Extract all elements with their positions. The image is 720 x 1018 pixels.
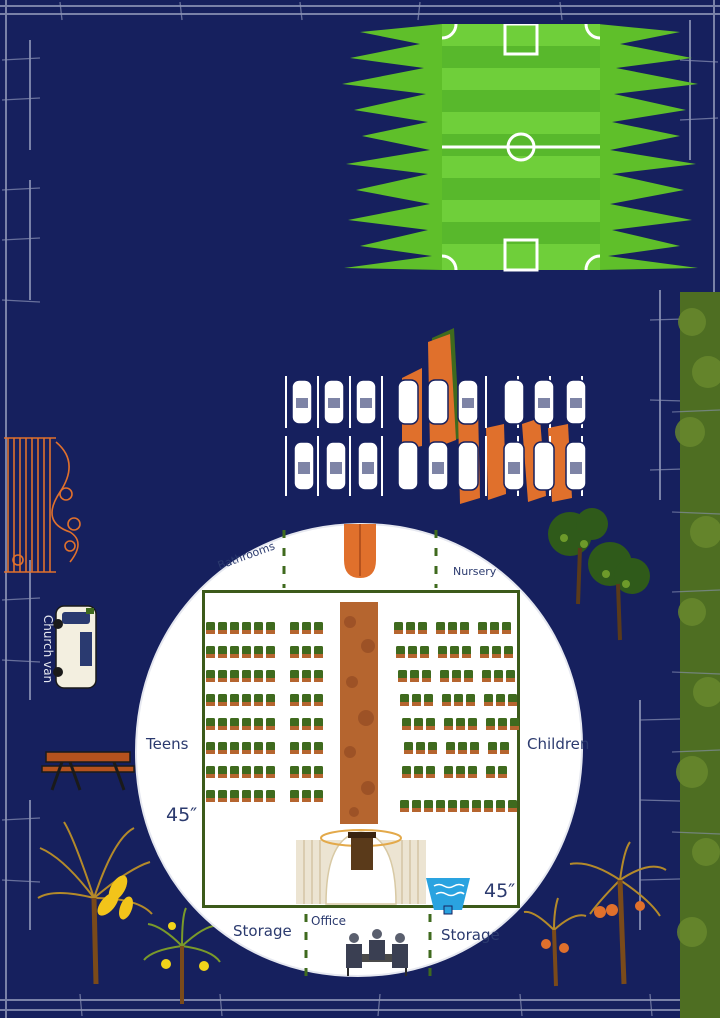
ornate-gate-icon — [4, 437, 81, 573]
parking-lot — [285, 328, 587, 504]
church-van-label: Church van — [41, 614, 55, 684]
palm-trees-right — [523, 841, 667, 987]
seating-rows — [206, 622, 519, 812]
teens-label: Teens — [146, 735, 189, 753]
center-aisle — [340, 602, 378, 824]
grass-tufts — [342, 24, 698, 270]
lemon-tree — [143, 907, 221, 1004]
hedge-right — [672, 292, 720, 1018]
pulpit-icon — [348, 832, 376, 870]
banana-tree — [37, 821, 153, 985]
children-seats — [394, 622, 519, 812]
angle-right-label: 45″ — [484, 880, 516, 902]
trees-right — [548, 508, 650, 641]
storage-left-label: Storage — [233, 922, 292, 940]
storage-right-label: Storage — [441, 926, 500, 944]
sanctuary-walls — [202, 590, 520, 908]
pitch — [441, 24, 601, 272]
children-label: Children — [527, 735, 590, 753]
soccer-field — [342, 24, 698, 272]
angle-left-label: 45″ — [166, 804, 198, 826]
nursery-label: Nursery — [453, 565, 497, 578]
baptism-font-icon — [426, 878, 470, 915]
office-label: Office — [311, 914, 347, 928]
picnic-table-icon — [41, 751, 135, 791]
teens-seats — [206, 622, 323, 802]
stage-platform — [296, 829, 426, 905]
office-meeting-icon — [346, 929, 408, 976]
door-icon — [344, 524, 376, 578]
entry-dash-lines — [282, 530, 438, 588]
church-van-icon — [53, 605, 97, 689]
